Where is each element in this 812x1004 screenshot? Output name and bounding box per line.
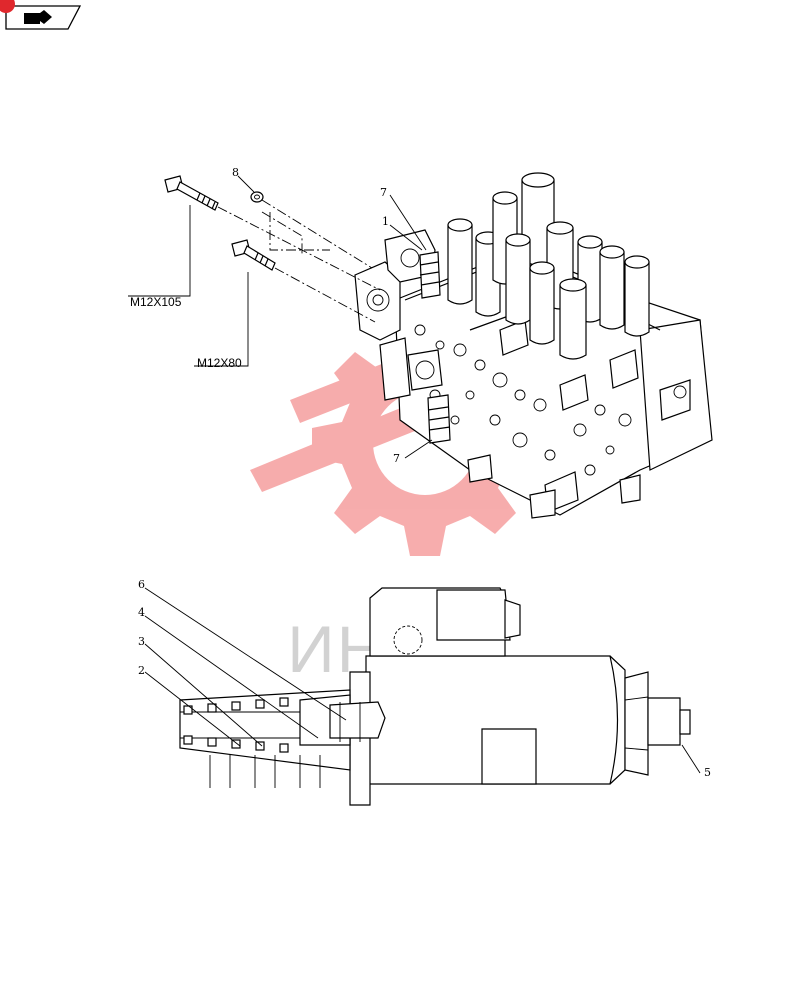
callout-2: 2: [138, 664, 145, 677]
callout-7-bottom: 7: [393, 452, 400, 465]
corner-mark: [0, 0, 15, 13]
cartridge-7-upper: [419, 251, 441, 299]
bolt-label-m12x105: M12X105: [130, 295, 182, 309]
bolt-m12x80: [231, 239, 276, 271]
bolt-m12x105: [164, 175, 219, 211]
solenoid-row: [447, 172, 650, 360]
callout-7-top: 7: [380, 186, 387, 199]
callout-6: 6: [138, 578, 145, 591]
control-valve-assembly: [354, 172, 713, 519]
callout-5: 5: [704, 766, 711, 779]
callout-3: 3: [138, 635, 145, 648]
washer-8: [250, 191, 264, 203]
solenoid-valve-section: [179, 587, 691, 806]
callout-1: 1: [382, 215, 389, 228]
leader-lines-upper: [128, 175, 433, 459]
callout-4: 4: [138, 606, 145, 619]
book-arrow-icon[interactable]: [5, 5, 82, 30]
assembly-lines: [217, 199, 381, 323]
leader-lines-lower: [144, 587, 701, 774]
callout-8: 8: [232, 166, 239, 179]
bolt-label-m12x80: M12X80: [197, 356, 242, 370]
